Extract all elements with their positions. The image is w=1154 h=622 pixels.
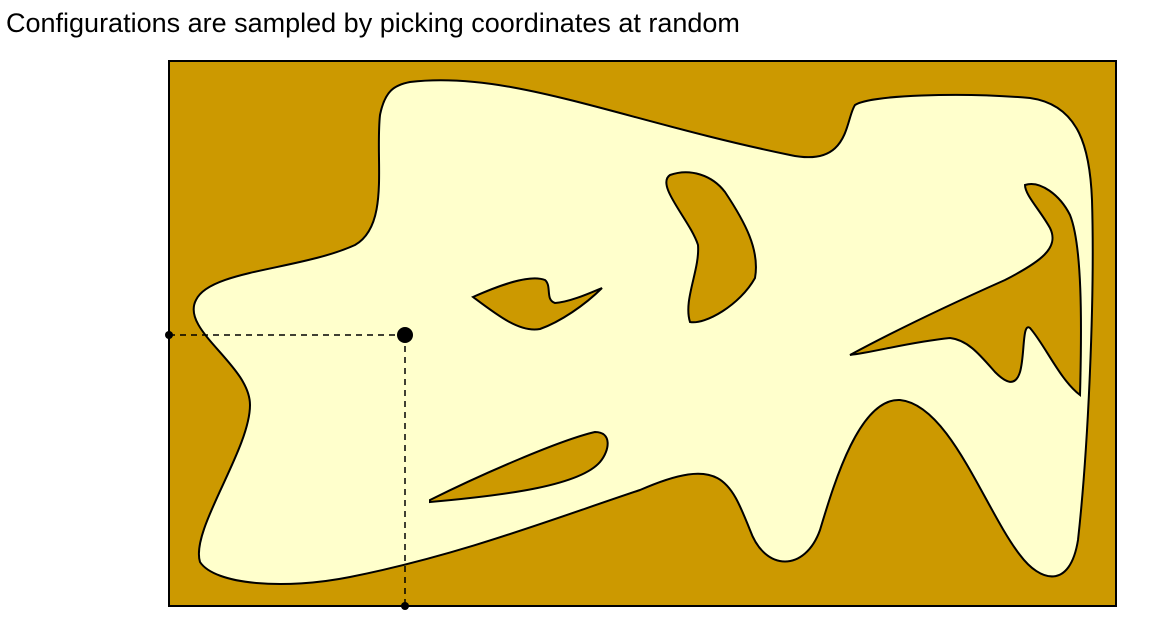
free-space-region <box>192 79 1094 586</box>
sampled-configuration-point <box>397 327 413 343</box>
slide-title: Configurations are sampled by picking co… <box>6 8 740 38</box>
x-axis-coordinate-marker <box>165 331 173 339</box>
interior-obstacle-arrowhead <box>471 277 603 331</box>
interior-obstacle-crescent <box>665 171 757 324</box>
y-axis-coordinate-marker <box>401 602 409 610</box>
interior-obstacle-sliver <box>429 430 609 504</box>
obstacle-intrusion-right <box>849 183 1082 397</box>
